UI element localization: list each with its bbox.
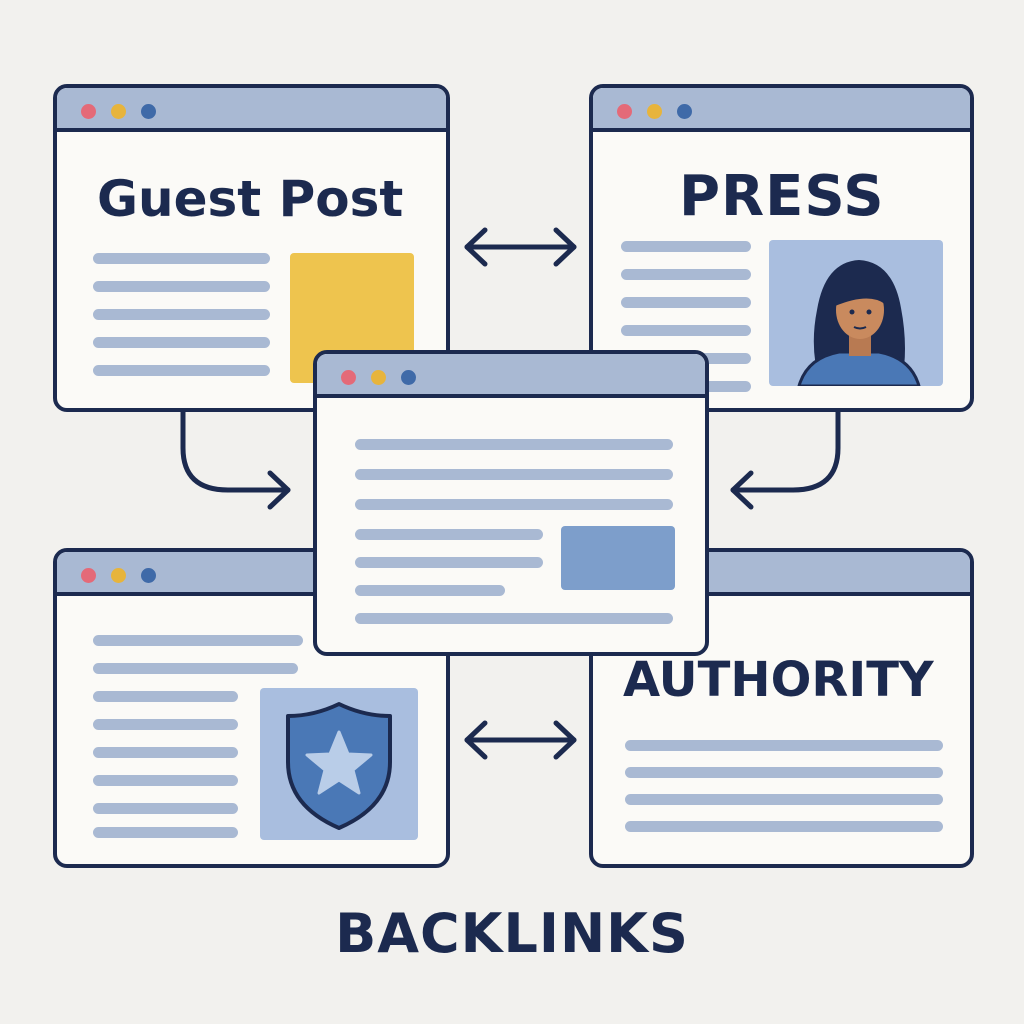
window-titlebar (317, 354, 705, 398)
trust-window[interactable] (53, 548, 450, 868)
text-line (355, 557, 543, 568)
text-line (93, 691, 238, 702)
text-line (93, 365, 270, 376)
text-line (355, 499, 673, 510)
maximize-dot-icon[interactable] (141, 104, 156, 119)
text-line (625, 767, 943, 778)
close-dot-icon[interactable] (81, 104, 96, 119)
maximize-dot-icon[interactable] (677, 104, 692, 119)
text-line (93, 281, 270, 292)
minimize-dot-icon[interactable] (371, 370, 386, 385)
curved-arrow-icon-right (730, 409, 841, 510)
press-window[interactable]: PRESS (589, 84, 974, 412)
text-line (621, 269, 751, 280)
close-dot-icon[interactable] (617, 104, 632, 119)
text-line (93, 803, 238, 814)
double-arrow-icon-bottom (464, 720, 577, 760)
text-line (625, 794, 943, 805)
text-line (355, 439, 673, 450)
window-titlebar (593, 88, 970, 132)
shield-star-icon (260, 688, 418, 840)
text-line (93, 827, 238, 838)
backlinks-label: BACKLINKS (335, 902, 689, 965)
close-dot-icon[interactable] (341, 370, 356, 385)
text-line (93, 309, 270, 320)
maximize-dot-icon[interactable] (401, 370, 416, 385)
minimize-dot-icon[interactable] (111, 104, 126, 119)
authority-title: AUTHORITY (623, 652, 934, 708)
maximize-dot-icon[interactable] (141, 568, 156, 583)
text-line (621, 325, 751, 336)
text-line (93, 253, 270, 264)
text-line (93, 337, 270, 348)
text-line (93, 775, 238, 786)
text-line (93, 635, 303, 646)
close-dot-icon[interactable] (81, 568, 96, 583)
curved-arrow-icon-left (180, 409, 291, 510)
person-portrait-icon (769, 240, 943, 386)
guest-post-title: Guest Post (97, 170, 404, 228)
minimize-dot-icon[interactable] (647, 104, 662, 119)
text-line (93, 747, 238, 758)
text-line (355, 613, 673, 624)
text-line (625, 740, 943, 751)
image-placeholder (561, 526, 675, 590)
window-titlebar (57, 88, 446, 132)
text-line (355, 529, 543, 540)
text-line (621, 241, 751, 252)
press-title: PRESS (679, 164, 885, 229)
text-line (355, 469, 673, 480)
text-line (93, 719, 238, 730)
text-line (621, 297, 751, 308)
double-arrow-icon-top (464, 227, 577, 267)
text-line (625, 821, 943, 832)
minimize-dot-icon[interactable] (111, 568, 126, 583)
text-line (355, 585, 505, 596)
center-window[interactable] (313, 350, 709, 656)
text-line (93, 663, 298, 674)
